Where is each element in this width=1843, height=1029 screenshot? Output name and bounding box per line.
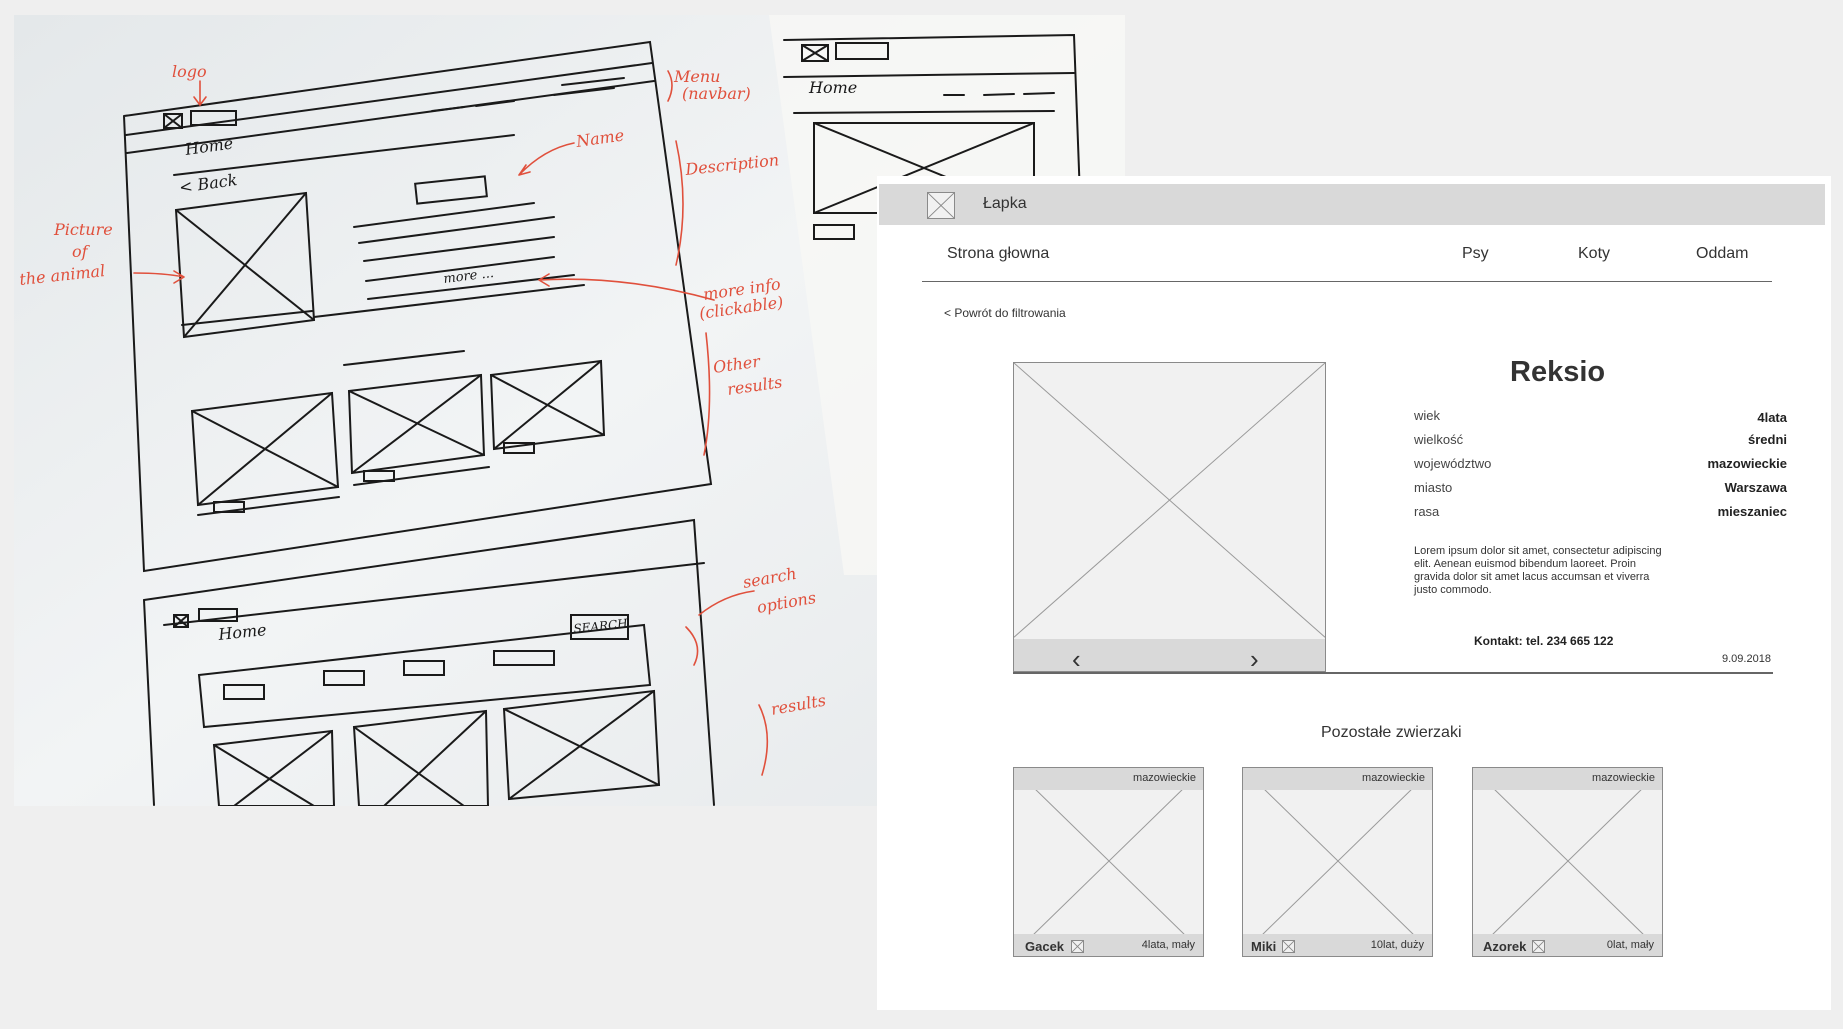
detail-divider xyxy=(1013,672,1773,674)
next-arrow-icon[interactable]: › xyxy=(1250,644,1259,674)
detail-value: Warszawa xyxy=(1724,480,1787,495)
gender-icon xyxy=(1532,940,1545,953)
note-picture: Picture xyxy=(53,220,113,239)
wireframe-card: Łapka Strona głowna Psy Koty Oddam < Pow… xyxy=(877,176,1831,1010)
sketch-more-label: more ... xyxy=(443,266,495,287)
back-link[interactable]: < Powrót do filtrowania xyxy=(944,306,1066,320)
card-region: mazowieckie xyxy=(1592,772,1655,784)
nav-home[interactable]: Strona głowna xyxy=(947,245,1050,262)
note-of: of xyxy=(72,242,91,261)
description-line: elit. Aenean euismod bibendum laoreet. P… xyxy=(1414,558,1636,570)
logo-icon[interactable] xyxy=(927,192,955,219)
photo-controls xyxy=(1014,639,1325,671)
note-navbar: (navbar) xyxy=(682,84,751,103)
animal-card[interactable]: mazowieckie Gacek 4lata, mały xyxy=(1013,767,1204,957)
card-info: 4lata, mały xyxy=(1141,939,1195,951)
animal-card[interactable]: mazowieckie Azorek 0lat, mały xyxy=(1472,767,1663,957)
detail-value: średni xyxy=(1747,432,1787,447)
gender-icon xyxy=(1071,940,1084,953)
card-name: Azorek xyxy=(1483,939,1527,954)
card-name: Miki xyxy=(1251,939,1277,954)
card-region: mazowieckie xyxy=(1362,772,1425,784)
nav-divider xyxy=(922,281,1772,282)
detail-label: miasto xyxy=(1414,480,1453,495)
contact-info: Kontakt: tel. 234 665 122 xyxy=(1474,634,1614,648)
card-info: 10lat, duży xyxy=(1370,939,1424,951)
card-footer xyxy=(1473,934,1662,956)
detail-label: województwo xyxy=(1414,456,1492,471)
detail-value: 4lata xyxy=(1757,410,1787,425)
card-header xyxy=(1243,768,1432,790)
gender-icon xyxy=(1282,940,1295,953)
nav-cats[interactable]: Koty xyxy=(1578,245,1611,262)
animal-photo: ‹ › xyxy=(1013,362,1326,674)
card-header xyxy=(1014,768,1203,790)
description-line: gravida dolor sit amet lacus accumsan et… xyxy=(1414,571,1650,583)
description-line: justo commodo. xyxy=(1414,584,1492,596)
app-name[interactable]: Łapka xyxy=(983,195,1027,212)
card-info: 0lat, mały xyxy=(1606,939,1654,951)
sketch-home3-label: Home xyxy=(808,78,857,97)
card-footer xyxy=(1014,934,1203,956)
note-menu: Menu xyxy=(673,67,720,86)
detail-value: mieszaniec xyxy=(1717,504,1787,519)
nav-dogs[interactable]: Psy xyxy=(1462,245,1489,262)
top-bar: Łapka xyxy=(879,184,1825,225)
nav-give[interactable]: Oddam xyxy=(1696,245,1749,262)
detail-label: rasa xyxy=(1414,504,1440,519)
sketch-search-button: SEARCH xyxy=(573,616,629,636)
detail-value: mazowieckie xyxy=(1707,456,1788,471)
others-title: Pozostałe zwierzaki xyxy=(1321,724,1462,741)
detail-label: wielkość xyxy=(1414,432,1464,447)
card-region: mazowieckie xyxy=(1133,772,1196,784)
description-line: Lorem ipsum dolor sit amet, consectetur … xyxy=(1414,545,1662,557)
card-name: Gacek xyxy=(1025,939,1065,954)
post-date: 9.09.2018 xyxy=(1722,653,1771,665)
card-header xyxy=(1473,768,1662,790)
note-logo: logo xyxy=(172,62,207,81)
prev-arrow-icon[interactable]: ‹ xyxy=(1072,644,1081,674)
detail-label: wiek xyxy=(1414,408,1441,423)
animal-card[interactable]: mazowieckie Miki 10lat, duży xyxy=(1242,767,1433,957)
animal-name: Reksio xyxy=(1510,356,1606,388)
